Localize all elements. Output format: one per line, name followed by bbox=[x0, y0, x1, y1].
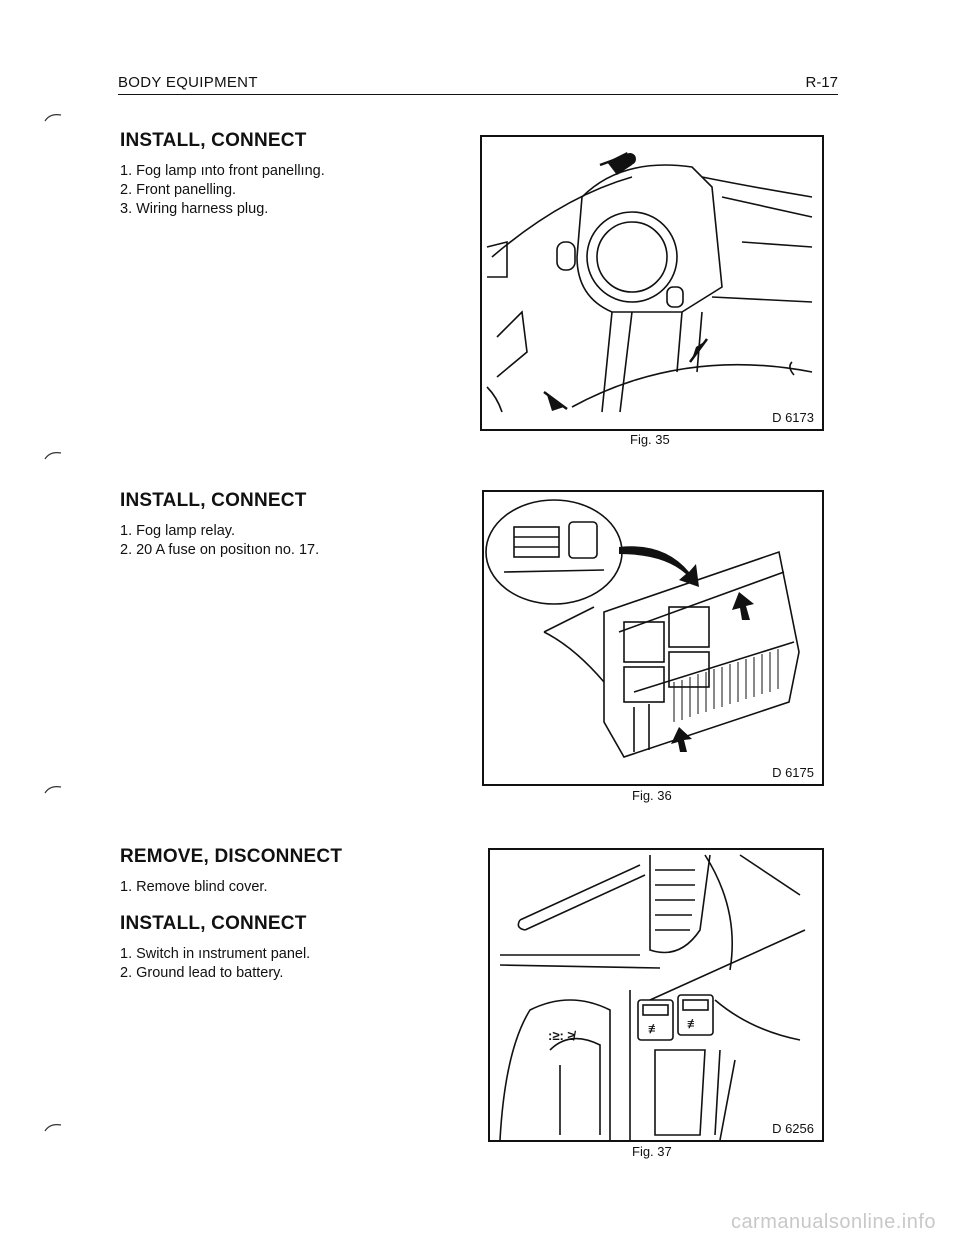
step-list: 1. Switch in ınstrument panel. 2. Ground… bbox=[120, 945, 450, 983]
figure-caption: Fig. 37 bbox=[632, 1144, 672, 1159]
drawing-code: D 6175 bbox=[770, 765, 816, 780]
svg-text:≢: ≢ bbox=[687, 1016, 700, 1031]
svg-text::≥: ≱: :≥: ≱ bbox=[548, 1028, 577, 1043]
watermark: carmanualsonline.info bbox=[730, 1211, 936, 1233]
instruction-section-2: INSTALL, CONNECT 1. Fog lamp relay. 2. 2… bbox=[120, 490, 450, 560]
relay-fuse-box-illustration bbox=[485, 499, 800, 758]
drawing-code: D 6173 bbox=[770, 410, 816, 425]
page-number: R-17 bbox=[805, 74, 838, 91]
instrument-panel-switch-illustration: :≥: ≱ ≢ ≢ bbox=[499, 854, 806, 1140]
section-heading: INSTALL, CONNECT bbox=[120, 490, 307, 511]
svg-text:≢: ≢ bbox=[648, 1021, 661, 1036]
step-item: 2. Front panelling. bbox=[120, 182, 237, 198]
section-heading: INSTALL, CONNECT bbox=[120, 913, 307, 934]
figure-caption: Fig. 35 bbox=[630, 432, 670, 447]
step-item: 1. Fog lamp ınto front panellıng. bbox=[120, 163, 325, 179]
step-item: 3. Wiring harness plug. bbox=[120, 201, 269, 217]
corner-mark-icon bbox=[44, 450, 62, 460]
fog-lamp-illustration bbox=[486, 152, 813, 413]
page-header: BODY EQUIPMENT R-17 bbox=[118, 72, 838, 95]
step-item: 2. 20 A fuse on positıon no. 17. bbox=[120, 542, 320, 558]
section-heading: INSTALL, CONNECT bbox=[120, 130, 307, 151]
step-list: 1. Remove blind cover. bbox=[120, 878, 450, 897]
step-item: 1. Fog lamp relay. bbox=[120, 523, 235, 539]
section-title: BODY EQUIPMENT bbox=[118, 74, 258, 91]
corner-mark-icon bbox=[44, 784, 62, 794]
figure-37: :≥: ≱ ≢ ≢ D 6256 bbox=[488, 848, 824, 1142]
section-heading: REMOVE, DISCONNECT bbox=[120, 846, 343, 867]
figure-caption: Fig. 36 bbox=[632, 788, 672, 803]
step-item: 2. Ground lead to battery. bbox=[120, 965, 284, 981]
step-list: 1. Fog lamp ınto front panellıng. 2. Fro… bbox=[120, 162, 450, 219]
step-item: 1. Switch in ınstrument panel. bbox=[120, 946, 311, 962]
corner-mark-icon bbox=[44, 112, 62, 122]
instruction-section-1: INSTALL, CONNECT 1. Fog lamp ınto front … bbox=[120, 130, 450, 219]
figure-36: D 6175 bbox=[482, 490, 824, 786]
figure-35: D 6173 bbox=[480, 135, 824, 431]
drawing-code: D 6256 bbox=[770, 1121, 816, 1136]
step-item: 1. Remove blind cover. bbox=[120, 879, 268, 895]
step-list: 1. Fog lamp relay. 2. 20 A fuse on posit… bbox=[120, 522, 450, 560]
instruction-section-3: REMOVE, DISCONNECT 1. Remove blind cover… bbox=[120, 846, 450, 983]
corner-mark-icon bbox=[44, 1122, 62, 1132]
